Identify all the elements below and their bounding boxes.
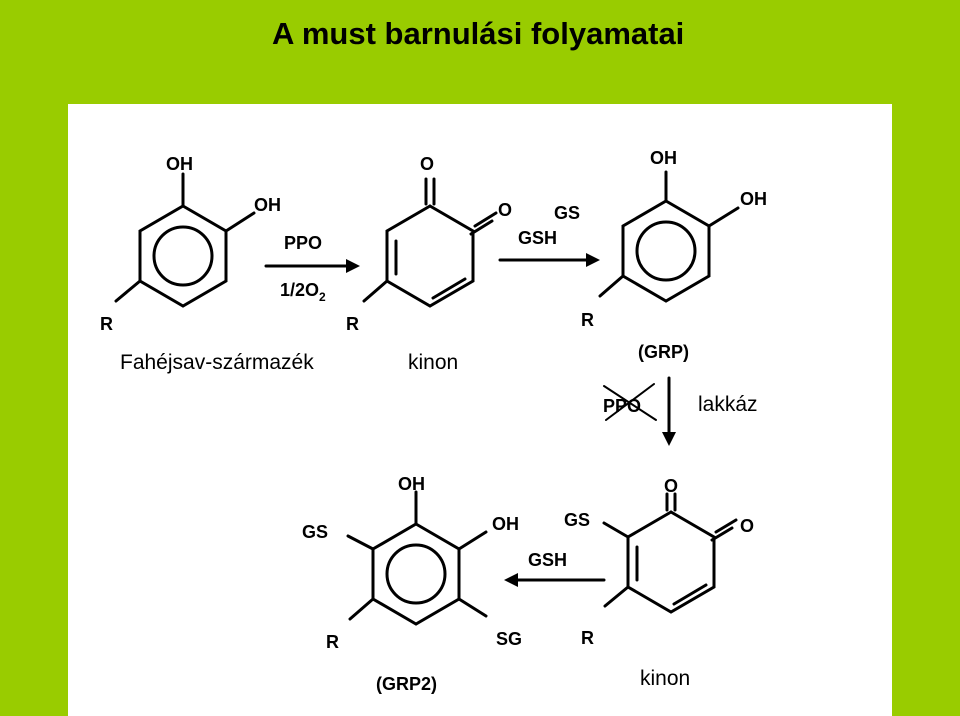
- carbonyl-right-b-1: [469, 219, 494, 236]
- caption-laccase: lakkáz: [698, 393, 758, 416]
- aromatic-circle-4: [385, 543, 447, 605]
- label-oh-right-4: OH: [492, 514, 519, 534]
- label-gsh-4: GSH: [528, 550, 567, 570]
- molecule-grp: OH OH R (GRP): [581, 148, 767, 362]
- cross-line-b: [605, 383, 655, 421]
- label-grp: (GRP): [638, 342, 689, 362]
- bond-r-3: [598, 274, 625, 298]
- molecule-grp2: OH OH GS R SG (GRP2): [302, 474, 522, 694]
- double-bond-lower-2: [672, 583, 708, 606]
- label-r-4: R: [326, 632, 339, 652]
- arrow-laccase: PPO: [603, 376, 676, 446]
- label-o-top-2: O: [664, 476, 678, 496]
- bond-r-5: [603, 585, 630, 608]
- quinone-ring-1: [385, 204, 475, 308]
- aromatic-circle-1: [152, 225, 214, 287]
- label-r-2: R: [346, 314, 359, 334]
- label-half-o2: 1/2O2: [280, 280, 326, 304]
- arrow-head-4: [504, 573, 518, 587]
- arrow-glutathione: GS GSH: [498, 203, 600, 267]
- label-r-5: R: [581, 628, 594, 648]
- bond-r-2: [362, 279, 389, 303]
- label-oh-top-3: OH: [650, 148, 677, 168]
- double-bond-lower-1: [431, 277, 467, 300]
- label-gs-1: GS: [554, 203, 580, 223]
- label-o-right-2: O: [740, 516, 754, 536]
- label-r-1: R: [100, 314, 113, 334]
- molecule-catechol: OH OH R: [100, 154, 281, 334]
- label-gs-4: GS: [302, 522, 328, 542]
- arrow-head-2: [586, 253, 600, 267]
- molecule-quinone-2: O O R: [581, 476, 754, 648]
- bond-oh-right-1: [224, 211, 256, 233]
- label-r-3: R: [581, 310, 594, 330]
- aromatic-circle-3: [635, 220, 697, 282]
- bond-gs-4: [346, 534, 375, 551]
- label-oh-top-1: OH: [166, 154, 193, 174]
- bond-oh-right-4: [457, 530, 488, 551]
- arrow-oxidation: PPO 1/2O2: [264, 233, 360, 304]
- label-gs-5: GS: [564, 510, 590, 530]
- quinone-ring-2: [626, 510, 716, 614]
- bond-r-4: [348, 597, 375, 621]
- reaction-scheme: OH OH R PPO 1/2O2 O O R: [100, 148, 767, 694]
- arrow-head-1: [346, 259, 360, 273]
- carbonyl-right-a-1: [473, 211, 498, 228]
- carbonyl-right-a-2: [714, 518, 738, 534]
- caption-quinone-1: kinon: [408, 351, 459, 374]
- page-title: A must barnulási folyamatai: [272, 16, 685, 51]
- label-o-top-1: O: [420, 154, 434, 174]
- label-grp2: (GRP2): [376, 674, 437, 694]
- label-o-right-1: O: [498, 200, 512, 220]
- label-gsh-1: GSH: [518, 228, 557, 248]
- bond-sg-4: [457, 597, 488, 618]
- label-oh-right-1: OH: [254, 195, 281, 215]
- label-ppo: PPO: [284, 233, 322, 253]
- bond-oh-right-3: [707, 206, 740, 228]
- label-oh-right-3: OH: [740, 189, 767, 209]
- caption-quinone-2: kinon: [640, 667, 691, 690]
- carbonyl-right-b-2: [710, 526, 734, 542]
- label-sg-4: SG: [496, 629, 522, 649]
- label-oh-top-4: OH: [398, 474, 425, 494]
- bond-r-1: [114, 279, 142, 303]
- reaction-scheme-panel: OH OH R PPO 1/2O2 O O R: [68, 104, 892, 716]
- bond-gs-5: [602, 521, 630, 539]
- molecule-quinone-1: O O R: [346, 154, 512, 334]
- caption-cinnamic-derivative: Fahéjsav-származék: [120, 351, 314, 374]
- arrow-head-3: [662, 432, 676, 446]
- arrow-gsh-addition: GSH GS: [504, 510, 606, 587]
